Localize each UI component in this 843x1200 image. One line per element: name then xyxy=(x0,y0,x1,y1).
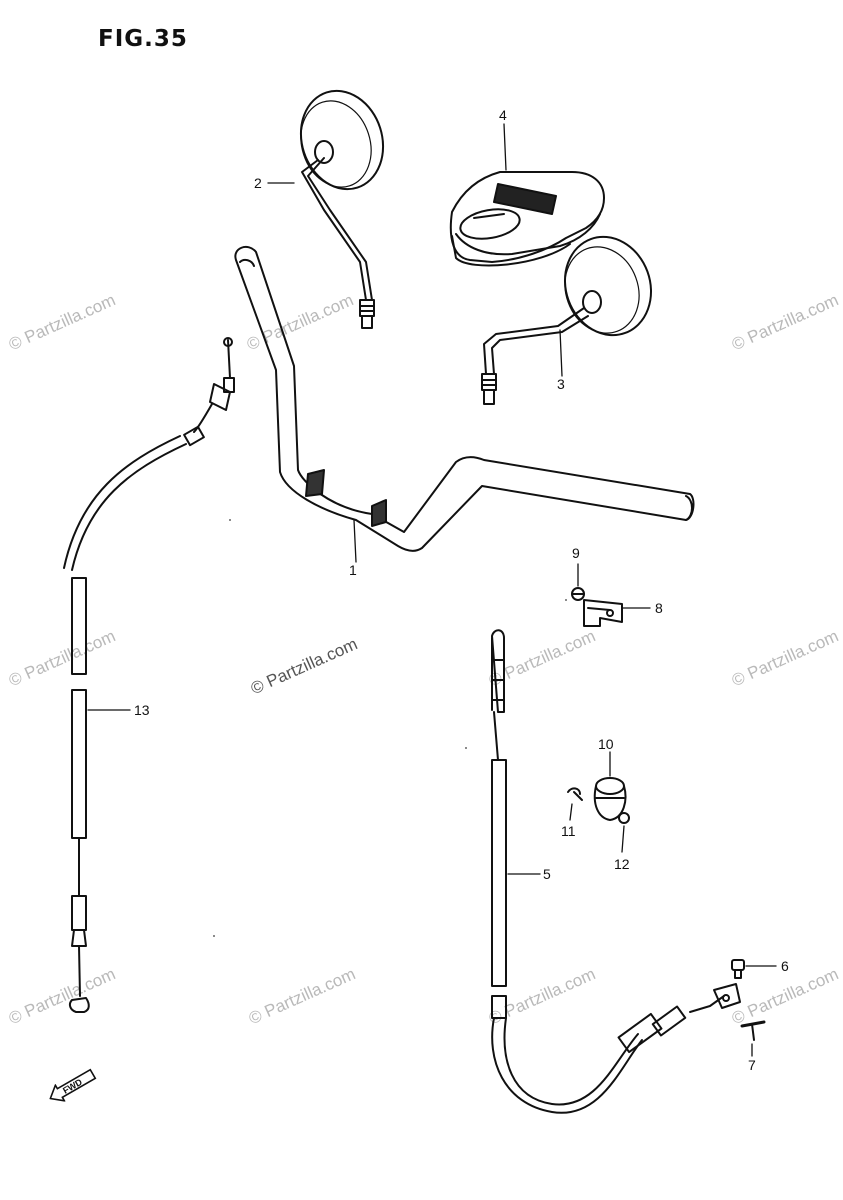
cable-clamp xyxy=(567,777,630,824)
callout-4: 4 xyxy=(499,107,507,123)
callout-5: 5 xyxy=(543,866,551,882)
callout-13: 13 xyxy=(134,702,150,718)
callout-1: 1 xyxy=(349,562,357,578)
forward-arrow-icon: FWD xyxy=(49,1068,97,1102)
callout-6: 6 xyxy=(781,958,789,974)
callout-3: 3 xyxy=(557,376,565,392)
handlebar xyxy=(234,245,695,552)
right-mirror xyxy=(481,235,653,405)
pin-7 xyxy=(740,1020,766,1041)
handlebar-cover xyxy=(449,171,605,267)
clutch-cable xyxy=(63,337,235,1013)
callout-7: 7 xyxy=(748,1057,756,1073)
forward-direction-marker: FWD xyxy=(44,1064,99,1107)
throttle-cable xyxy=(491,629,741,1114)
callout-12: 12 xyxy=(614,856,630,872)
callout-8: 8 xyxy=(655,600,663,616)
callout-10: 10 xyxy=(598,736,614,752)
bracket-bolt xyxy=(571,587,623,627)
callout-11: 11 xyxy=(561,823,576,839)
callout-9: 9 xyxy=(572,545,580,561)
callout-2: 2 xyxy=(254,175,262,191)
leader-lines xyxy=(87,123,777,1057)
figure-title: FIG.35 xyxy=(98,26,188,52)
screw-6 xyxy=(731,959,745,979)
left-mirror xyxy=(299,89,385,329)
